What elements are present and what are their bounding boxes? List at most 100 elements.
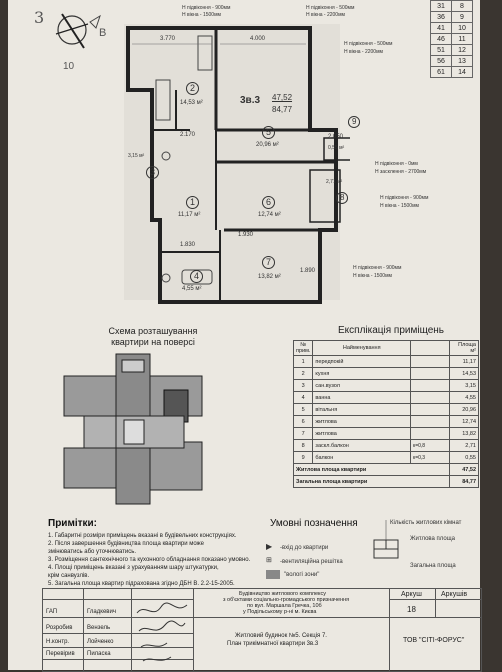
apartment-floor-plan: 3в.3 47,52 84,77 9 3.770 4.000 2.170 1.8… <box>120 20 361 310</box>
apartment-living-area: 47,52 <box>272 93 293 102</box>
dim-note: Н підвіконня - 0мм <box>375 161 418 167</box>
dim-note: Н підвіконня - 500мм <box>344 41 393 47</box>
note-line: змінюватись або уточнюватись. <box>48 549 137 555</box>
explication-title: Експлікація приміщень <box>338 325 444 336</box>
legend-entry: -вхід до квартири <box>280 545 329 551</box>
note-line: 4. Площі приміщень вказані з урахуванням… <box>48 565 219 571</box>
legend-wet: "вологі зони" <box>284 572 320 578</box>
room-area: 12,74 м² <box>258 212 281 218</box>
role-name: Пиласка <box>87 651 111 657</box>
apartment-total-area: 84,77 <box>272 105 293 114</box>
legend-diagram <box>373 520 399 559</box>
project-desc: Будівництво житлового комплексу <box>239 591 327 597</box>
dim-label: 2.050 <box>328 134 344 140</box>
room-area: 4,55 м² <box>182 286 202 292</box>
dim-note: Н підвіконня - 900мм <box>380 195 429 201</box>
role-label: Розробив <box>46 625 73 631</box>
dim-label: 2.170 <box>180 132 196 138</box>
dim-note: Н підвіконня - 500мм <box>306 5 355 11</box>
dim-note: Н вікна - 1500мм <box>182 12 221 18</box>
role-name: Вензель <box>87 625 111 631</box>
role-label: ГАП <box>46 609 58 615</box>
room-area: 14,53 м² <box>180 100 203 106</box>
dim-note: Н підвіконня - 900мм <box>182 5 231 11</box>
room-area: 13,82 м² <box>258 274 281 280</box>
legend-rooms-count: Кількість житлових кімнат <box>390 520 462 526</box>
wet-zone-swatch <box>266 570 280 579</box>
note-line: 3. Розміщення сантехнічного та кухонного… <box>48 557 251 563</box>
dim-label: 4.000 <box>250 36 266 42</box>
room-number: 4 <box>190 270 204 283</box>
role-name: Гладкевич <box>87 609 116 615</box>
role-name: Лойченко <box>87 639 114 645</box>
room-number: 8 <box>336 192 349 204</box>
dim-note: Н вікна - 2200мм <box>344 49 383 55</box>
room-number: 5 <box>262 126 276 139</box>
notes-title: Примітки: <box>48 518 97 529</box>
sheet-count-label: Аркушів <box>441 591 468 598</box>
room-area: 11,17 м² <box>178 212 201 218</box>
dim-note: Н підвіконня - 900мм <box>353 265 402 271</box>
dim-note: Н вікна - 2200мм <box>306 12 345 18</box>
room-area: 2,71 м² <box>326 179 343 185</box>
marker-9: 9 <box>348 116 361 128</box>
project-desc: по вул. Маршала Гречка, 10б <box>247 603 322 609</box>
note-line: 1. Габаритні розміри приміщень вказані в… <box>48 533 237 539</box>
note-line: 2. Після завершення будівництва площа кв… <box>48 541 204 547</box>
handwritten-3: 3 <box>34 8 45 27</box>
dim-note: Н засклення - 2700мм <box>375 169 427 175</box>
plan-title: План трикімнатної квартири 3в.3 <box>227 641 319 647</box>
project-desc: у Подільському р-ні м. Києва <box>243 609 317 615</box>
legend-title: Умовні позначення <box>270 518 358 529</box>
room-area: 0,55 м² <box>328 145 345 151</box>
sheet-label: Аркуш <box>401 591 422 598</box>
handwritten-10: 10 <box>63 61 75 72</box>
signatures <box>136 602 188 662</box>
room-area: 3,15 м² <box>128 153 145 159</box>
apartment-label: 3в.3 <box>240 95 261 106</box>
note-line: 5. Загальна площа квартир підрахована зг… <box>48 581 235 587</box>
dim-note: Н вікна - 1500мм <box>353 273 392 279</box>
role-label: Перевірив <box>46 651 75 657</box>
title-block: ГАП Гладкевич Розробив Вензель Н.контр. … <box>42 588 482 672</box>
company-name: ТОВ "СІТІ-ФОРУС" <box>403 637 465 644</box>
dim-label: 1.930 <box>238 232 254 238</box>
dim-label: 1.890 <box>300 268 316 274</box>
room-number: 6 <box>262 196 276 209</box>
compass-icon <box>55 13 101 49</box>
plan-title: Житловий будинок №5. Секція 7. <box>235 633 327 639</box>
dim-note: Н вікна - 1500мм <box>380 203 419 209</box>
legend-vent: -вентиляційна решітка <box>280 559 343 565</box>
floor-scheme-title: Схема розташування квартири на поверсі <box>108 326 198 347</box>
project-desc: з об'єктами соціально-громадського призн… <box>223 597 350 603</box>
room-number: 2 <box>186 82 200 95</box>
entry-arrow-icon: ▶ <box>266 542 273 551</box>
role-label: Н.контр. <box>46 639 70 645</box>
room-number: 7 <box>262 256 276 269</box>
floor-plan-drawing <box>124 24 350 304</box>
room-area: 20,96 м² <box>256 142 279 148</box>
legend-living: Житлова площа <box>410 536 455 542</box>
handwritten-b: В <box>99 27 107 39</box>
room-number: 1 <box>186 196 200 209</box>
note-line: крім санвузлів. <box>48 573 90 579</box>
dim-label: 1.830 <box>180 242 196 248</box>
dim-label: 3.770 <box>160 36 176 42</box>
vent-grille-icon: ⊞ <box>266 557 272 564</box>
sheet-number: 18 <box>407 605 416 614</box>
legend-total: Загальна площа <box>410 563 456 569</box>
floor-scheme-drawing <box>63 353 203 505</box>
